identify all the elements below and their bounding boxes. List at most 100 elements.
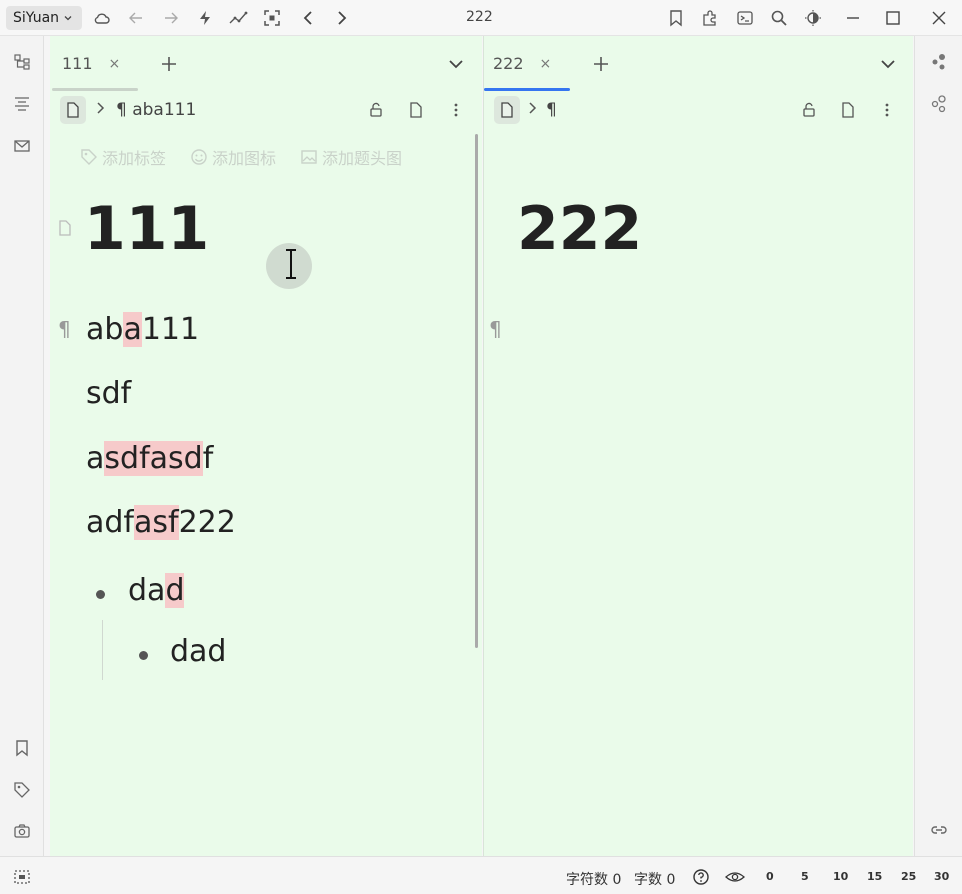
doc-icon[interactable]: [60, 96, 86, 124]
search-highlight: sdfasd: [104, 441, 203, 476]
list-item[interactable]: dad: [128, 573, 185, 608]
zoom-mark[interactable]: 30: [934, 870, 950, 883]
smiley-icon: [190, 148, 208, 166]
search-highlight: a: [123, 312, 142, 347]
graph-view-icon[interactable]: [929, 52, 949, 72]
new-tab-plus-icon[interactable]: [158, 53, 180, 75]
add-icon-button[interactable]: 添加图标: [190, 145, 276, 169]
text-run: 222: [178, 505, 236, 540]
breadcrumb-item[interactable]: ¶: [546, 100, 557, 120]
list-bullet[interactable]: [139, 651, 148, 660]
global-graph-icon[interactable]: [929, 94, 949, 114]
left-dock: [0, 36, 44, 856]
add-cover-button[interactable]: 添加题头图: [300, 145, 402, 169]
forward-arrow-icon[interactable]: [161, 8, 181, 28]
status-bar: 字符数 0 字数 0 0 5 10 15 25 30: [0, 856, 962, 894]
doc-icon[interactable]: [494, 96, 520, 124]
doc-meta-actions: 添加标签 添加图标 添加题头图: [80, 146, 426, 168]
zoom-mark[interactable]: 0: [766, 870, 774, 883]
tab-underline: [52, 88, 138, 91]
zoom-mark[interactable]: 15: [867, 870, 883, 883]
paragraph-mark-icon[interactable]: ¶: [489, 317, 502, 341]
link-icon[interactable]: [929, 820, 949, 840]
bookmark-icon[interactable]: [12, 738, 32, 758]
text-run: dad: [170, 634, 227, 669]
top-bar: SiYuan 222: [0, 0, 962, 36]
tag-icon: [80, 148, 98, 166]
zoom-mark[interactable]: 10: [833, 870, 849, 883]
tab-111[interactable]: 111 ×: [62, 36, 120, 91]
search-highlight: asf: [134, 505, 179, 540]
maximize-icon[interactable]: [883, 8, 903, 28]
more-vertical-icon[interactable]: [446, 100, 466, 120]
terminal-icon[interactable]: [735, 8, 755, 28]
focus-frame-icon[interactable]: [262, 8, 282, 28]
tab-222[interactable]: 222 ×: [493, 36, 551, 91]
text-run: 111: [141, 312, 200, 347]
zoom-mark[interactable]: 5: [801, 870, 809, 883]
zoom-mark[interactable]: 25: [901, 870, 917, 883]
layout-dock-icon[interactable]: [12, 867, 32, 887]
plugin-puzzle-icon[interactable]: [700, 8, 720, 28]
new-tab-plus-icon[interactable]: [590, 53, 612, 75]
list-bullet[interactable]: [96, 590, 105, 599]
paragraph-mark-icon[interactable]: ¶: [58, 317, 71, 341]
back-arrow-icon[interactable]: [126, 8, 146, 28]
breadcrumb: ¶ aba111: [50, 93, 482, 127]
doc-title[interactable]: 111: [84, 194, 210, 264]
theme-mode-icon[interactable]: [803, 8, 823, 28]
cloud-sync-icon[interactable]: [92, 8, 112, 28]
chevron-right-icon[interactable]: [332, 8, 352, 28]
graph-trend-icon[interactable]: [228, 8, 248, 28]
word-count: 字数 0: [634, 872, 676, 888]
paragraph-block[interactable]: adfasf222: [86, 505, 236, 540]
breadcrumb: ¶: [484, 93, 913, 127]
paragraph-block[interactable]: aba111: [86, 312, 199, 347]
list-item[interactable]: dad: [170, 634, 226, 669]
doc-title[interactable]: 222: [517, 194, 643, 264]
unlock-icon[interactable]: [799, 100, 819, 120]
add-icon-label: 添加图标: [212, 149, 277, 168]
minimize-icon[interactable]: [843, 8, 863, 28]
add-cover-label: 添加题头图: [322, 149, 403, 168]
outline-icon[interactable]: [12, 94, 32, 114]
text-run: ab: [86, 312, 124, 347]
tab-list-chevron-icon[interactable]: [877, 53, 899, 75]
tab-close-icon[interactable]: ×: [539, 55, 552, 72]
tab-list-chevron-icon[interactable]: [445, 53, 467, 75]
tab-bar: 222 ×: [484, 36, 913, 91]
add-tag-button[interactable]: 添加标签: [80, 145, 166, 169]
workspace-menu-button[interactable]: SiYuan: [6, 6, 82, 30]
text-run: f: [202, 441, 214, 476]
paragraph-block[interactable]: sdf: [86, 376, 131, 411]
lightning-icon[interactable]: [195, 8, 215, 28]
breadcrumb-chevron-icon: [94, 101, 106, 115]
tab-bar: 111 ×: [50, 36, 482, 91]
inbox-mail-icon[interactable]: [12, 136, 32, 156]
doc-info-icon[interactable]: [406, 100, 426, 120]
breadcrumb-item[interactable]: ¶ aba111: [116, 100, 197, 120]
more-vertical-icon[interactable]: [877, 100, 897, 120]
tab-label: 222: [493, 54, 524, 73]
workspace-name: SiYuan: [13, 10, 60, 26]
doc-title-icon[interactable]: [58, 220, 72, 236]
close-icon[interactable]: [929, 8, 949, 28]
scrollbar[interactable]: [475, 134, 478, 648]
eye-icon[interactable]: [725, 867, 745, 887]
doc-info-icon[interactable]: [838, 100, 858, 120]
bookmark-icon[interactable]: [666, 8, 686, 28]
search-icon[interactable]: [769, 8, 789, 28]
help-icon[interactable]: [691, 867, 711, 887]
tab-label: 111: [62, 54, 93, 73]
image-icon: [300, 148, 318, 166]
unlock-icon[interactable]: [366, 100, 386, 120]
text-run: a: [86, 441, 105, 476]
paragraph-block[interactable]: asdfasdf: [86, 441, 213, 476]
tab-close-icon[interactable]: ×: [108, 55, 121, 72]
chevron-left-icon[interactable]: [298, 8, 318, 28]
file-tree-icon[interactable]: [12, 52, 32, 72]
tag-icon[interactable]: [12, 780, 32, 800]
add-tag-label: 添加标签: [102, 149, 167, 168]
camera-icon[interactable]: [12, 821, 32, 841]
list-guide-line: [102, 620, 103, 680]
